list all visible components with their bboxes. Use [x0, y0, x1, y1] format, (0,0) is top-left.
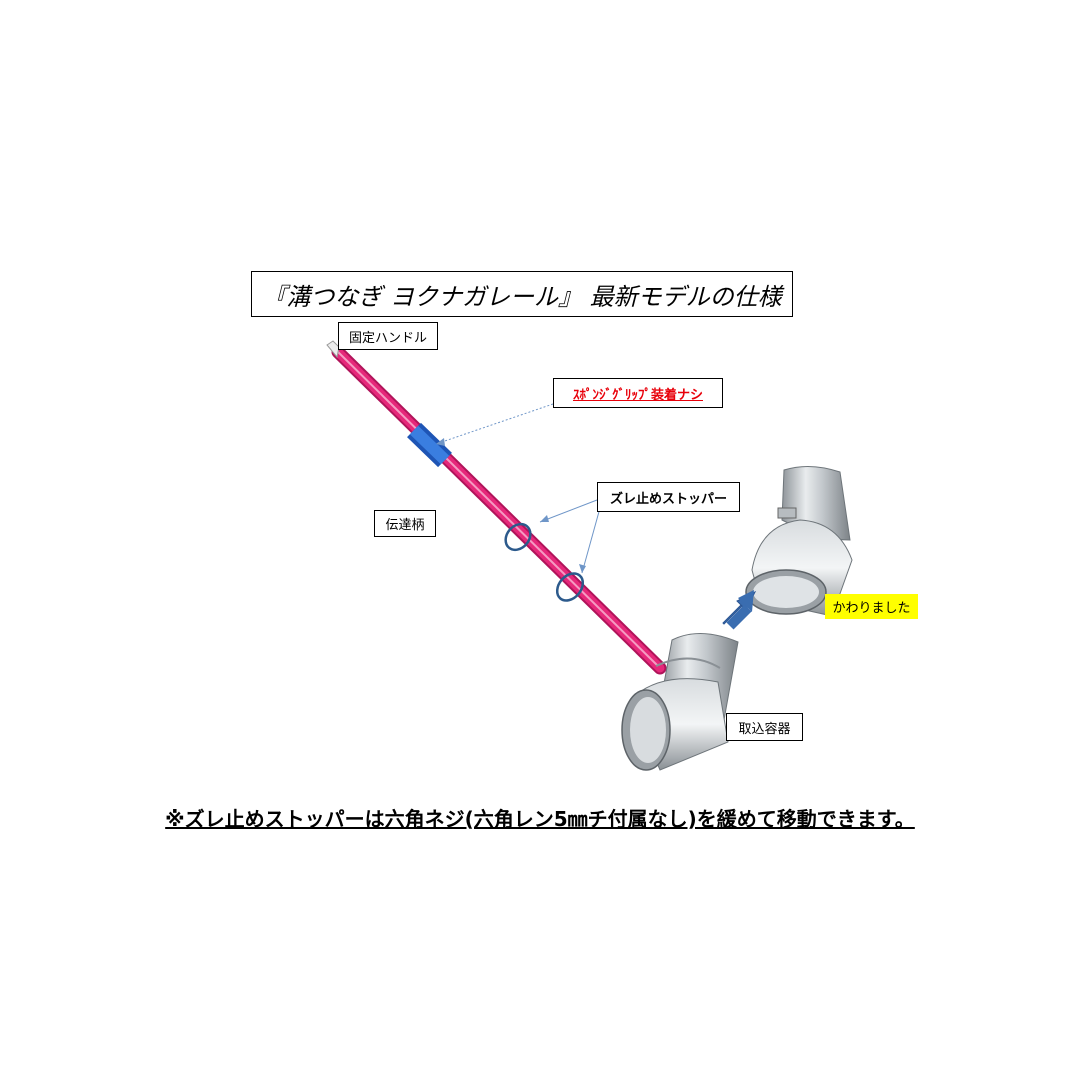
leader-lines: [435, 403, 601, 574]
label-sponge-grip: ｽﾎﾟﾝｼﾞｸﾞﾘｯﾌﾟ装着ナシ: [553, 378, 723, 408]
label-changed: かわりました: [825, 594, 918, 619]
new-container: [745, 466, 853, 617]
shaft: [331, 345, 667, 675]
change-arrow: [722, 590, 757, 630]
label-fixed-handle: 固定ハンドル: [338, 322, 438, 350]
page-title: 『溝つなぎ ヨクナガレール』 最新モデルの仕様: [251, 271, 793, 317]
leader-arrowhead-3: [579, 564, 586, 573]
label-container: 取込容器: [726, 713, 803, 741]
stopper-ring-2: [555, 572, 585, 602]
stopper-ring-1: [504, 522, 532, 552]
footnote: ※ズレ止めストッパーは六角ネジ(六角レン5㎜チ付属なし)を緩めて移動できます。: [165, 807, 915, 831]
grip-band: [407, 422, 452, 468]
label-shaft: 伝達柄: [374, 510, 436, 537]
leader-arrowhead-2: [540, 515, 549, 522]
label-stopper: ズレ止めストッパー: [597, 482, 740, 512]
leader-arrowhead-1: [436, 438, 445, 446]
collection-container: [621, 632, 739, 771]
